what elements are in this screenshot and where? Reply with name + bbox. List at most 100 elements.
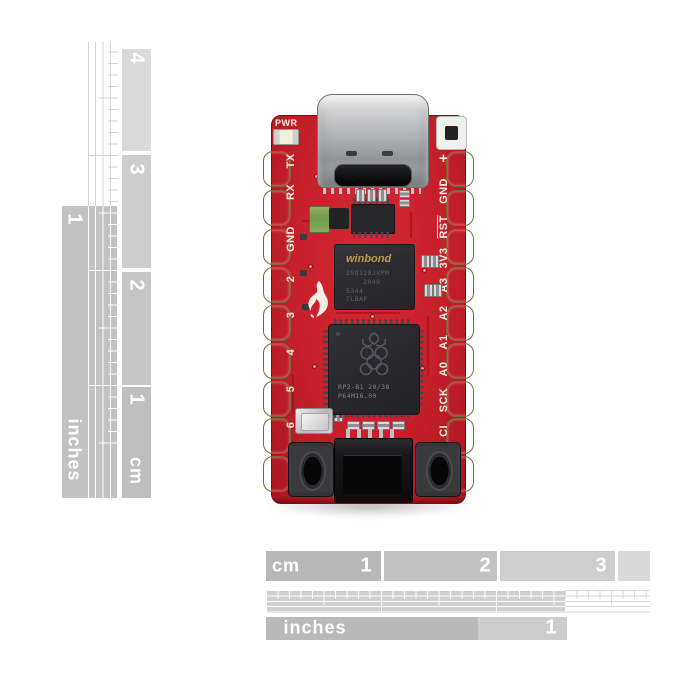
passive-component [424, 284, 433, 297]
vertical-cm-segment-4 [122, 49, 151, 151]
voltage-regulator [351, 204, 395, 234]
vertical-inches-label: inches [64, 418, 85, 482]
passive-component [300, 234, 307, 240]
mcu-marking: RP2-B1 20/38 [338, 383, 390, 391]
vertical-cm-number-3: 3 [125, 163, 148, 175]
via [422, 268, 427, 273]
horizontal-cm-segment-3 [500, 551, 615, 581]
mcu-pins-left [323, 330, 328, 407]
pin-label-a2: A2 [438, 305, 450, 321]
usb-shell-hole [346, 151, 357, 156]
pin1-marker [336, 332, 340, 336]
pcb-board: PWR + TX RX GND 2 3 4 5 6 GND RST 3V3 A3… [263, 94, 474, 504]
mcu-pins-right [418, 330, 423, 407]
castellated-pad [446, 381, 474, 417]
horizontal-cm-segment-2 [384, 551, 497, 581]
reset-button-cap [426, 451, 453, 491]
vertical-cm-number-2: 2 [125, 279, 148, 291]
pin-label-sck: SCK [438, 387, 450, 413]
vertical-cm-number-1: 1 [125, 393, 148, 405]
pin-label-gnd: GND [285, 226, 297, 252]
horizontal-cm-label: cm [271, 555, 301, 576]
pin-label-ci: CI [438, 425, 450, 437]
usb-c-connector [317, 94, 429, 188]
rgb-led-die [445, 126, 458, 140]
passive-component [302, 304, 309, 310]
crystal-lid [301, 413, 329, 431]
sparkfun-flame-logo [308, 281, 328, 318]
passive-component [421, 255, 430, 268]
crystal-oscillator [295, 408, 333, 434]
castellated-pad [263, 381, 291, 417]
passive-component [356, 189, 365, 202]
passive-component [300, 270, 307, 276]
castellated-pad [263, 418, 291, 454]
passive-component [430, 255, 439, 268]
flash-marking: 5344 [346, 287, 364, 295]
plus-label: + [439, 150, 448, 167]
mcu-marking: P64M16.00 [338, 392, 377, 400]
horizontal-inches-segment-dark [266, 617, 478, 640]
transistor [329, 208, 349, 229]
regulator-pins [353, 232, 391, 238]
via [312, 364, 317, 369]
pin-label-a0: A0 [438, 361, 450, 377]
pin-label-a1: A1 [438, 334, 450, 350]
copper-trace [427, 316, 429, 376]
flash-marking: 2049 [363, 278, 381, 286]
via [370, 314, 375, 319]
passive-component [399, 190, 410, 198]
horizontal-cm-number-3: 3 [595, 554, 607, 577]
reset-button [415, 442, 461, 497]
castellated-pad [446, 343, 474, 379]
castellated-pad [446, 267, 474, 303]
passive-component [378, 189, 387, 202]
pin-label-2: 2 [285, 275, 297, 283]
pin-label-rst: RST [438, 215, 450, 239]
castellated-pad [263, 229, 291, 265]
copper-trace [410, 212, 412, 238]
vertical-inch-number-1: 1 [63, 213, 86, 225]
flash-brand-text: winbond [346, 253, 392, 265]
flash-marking: TLBAF [346, 295, 368, 303]
vertical-ruler-ticks-upper [88, 42, 118, 206]
mcu-chip: RP2-B1 20/38 P64M16.00 [328, 324, 420, 415]
bottom-connector-cavity [343, 455, 402, 494]
passive-component [399, 199, 410, 207]
castellated-pad [263, 343, 291, 379]
horizontal-cm-number-2: 2 [479, 554, 491, 577]
pwr-label: PWR [275, 118, 298, 128]
castellated-pad [263, 190, 291, 226]
flash-chip: winbond 25Q128JVPM 2049 5344 TLBAF [334, 244, 415, 310]
horizontal-ruler-ticks-extension [565, 590, 650, 613]
vertical-cm-segment-2 [122, 272, 151, 385]
raspberry-pi-logo [359, 332, 389, 376]
via [308, 264, 313, 269]
rgb-led [436, 116, 467, 150]
connector-pins [346, 429, 399, 438]
flash-marking: 25Q128JVPM [346, 269, 390, 277]
passive-component [367, 189, 376, 202]
horizontal-cm-segment-1 [266, 551, 381, 581]
copper-trace [336, 312, 400, 314]
power-led [273, 129, 299, 145]
castellated-pad [446, 305, 474, 341]
horizontal-inches-label: inches [283, 617, 347, 638]
vertical-cm-number-4: 4 [125, 52, 148, 64]
horizontal-ruler-ticks-main [266, 590, 565, 613]
horizontal-cm-number-1: 1 [360, 554, 372, 577]
usb-shell-hole [382, 151, 393, 156]
boot-button [288, 442, 334, 497]
castellated-pad [263, 151, 291, 187]
vertical-cm-label: cm [126, 456, 147, 486]
via [314, 174, 319, 179]
boot-button-cap [299, 451, 326, 491]
mcu-pins-bottom [334, 413, 412, 418]
board-bottom-edge [272, 496, 465, 503]
castellated-pad [446, 190, 474, 226]
usb-receptacle-opening [334, 164, 412, 187]
vertical-cm-segment-1 [122, 387, 151, 498]
pin-label-tx: TX [285, 153, 297, 169]
mcu-pins-top [334, 319, 412, 324]
